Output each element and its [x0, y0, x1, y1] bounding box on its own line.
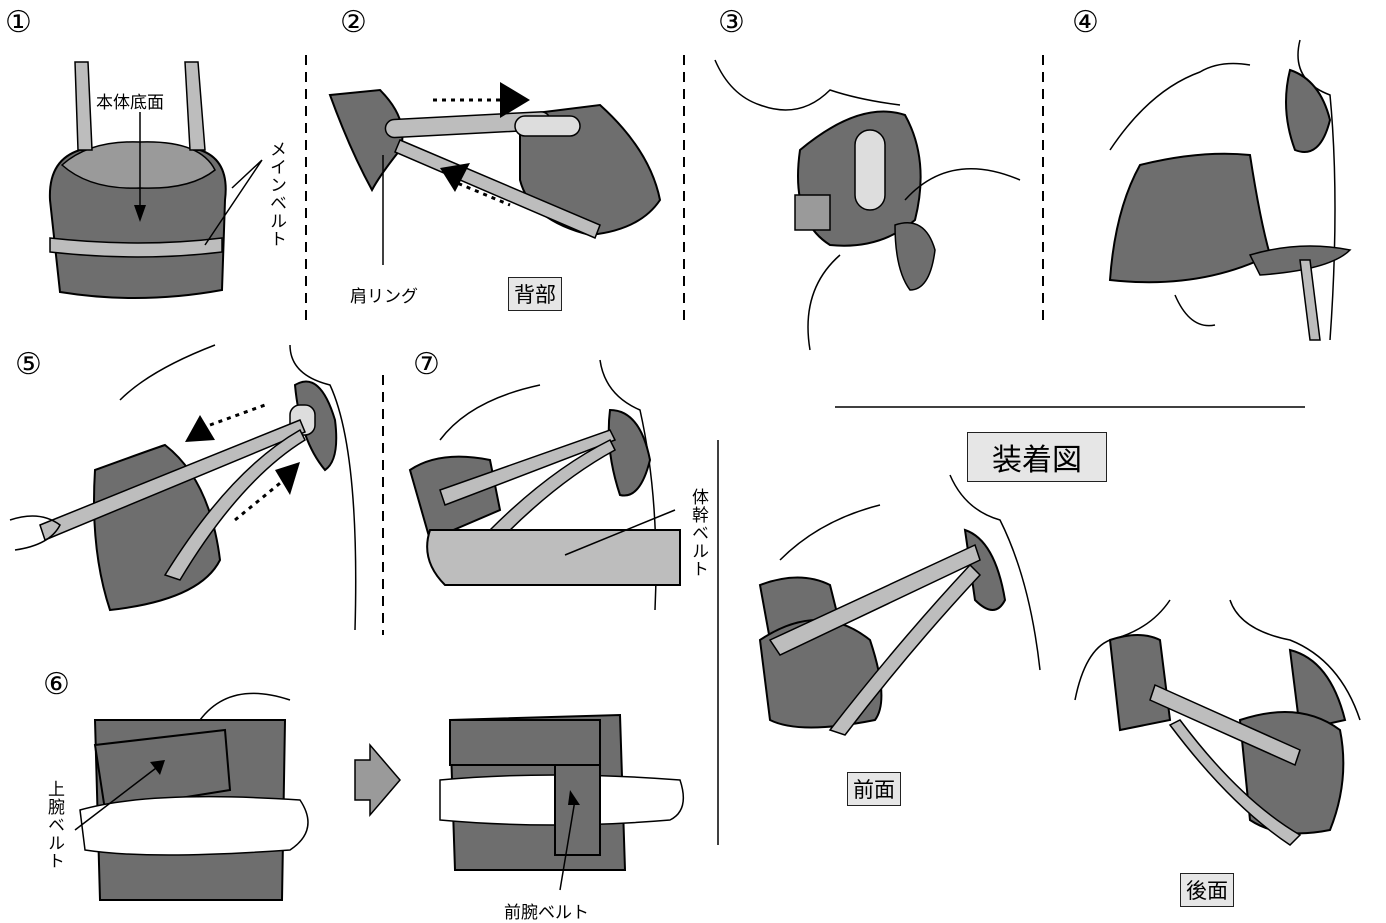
trunk-belt-label: 体幹ベルト: [686, 488, 711, 578]
shoulder-ring-label: 肩リング: [350, 282, 418, 307]
step5-illustration: [10, 345, 356, 630]
front-view-illustration: [760, 475, 1040, 735]
step-number-3: ③: [718, 8, 745, 38]
wearing-diagram-title: 装着図: [967, 432, 1107, 482]
step-number-1: ①: [5, 8, 32, 38]
rear-view-label: 後面: [1180, 873, 1234, 907]
step-number-6: ⑥: [43, 670, 70, 700]
step-number-2: ②: [340, 8, 367, 38]
forearm-belt-label: 前腕ベルト: [504, 898, 589, 923]
step4-illustration: [1110, 40, 1350, 340]
upper-arm-belt-label: 上腕ベルト: [42, 780, 67, 870]
step3-illustration: [715, 60, 1020, 350]
step6-illustration: [75, 693, 683, 900]
step-number-4: ④: [1072, 8, 1099, 38]
main-belt-label: メインベルト: [264, 140, 289, 248]
rear-view-illustration: [1075, 600, 1360, 845]
step-number-5: ⑤: [15, 350, 42, 380]
step-number-7: ⑦: [413, 350, 440, 380]
front-view-label: 前面: [847, 772, 901, 806]
step2-back-illustration: [330, 82, 660, 265]
body-bottom-label: 本体底面: [96, 88, 164, 113]
step7-illustration: [410, 360, 680, 610]
back-label-box: 背部: [508, 277, 562, 311]
